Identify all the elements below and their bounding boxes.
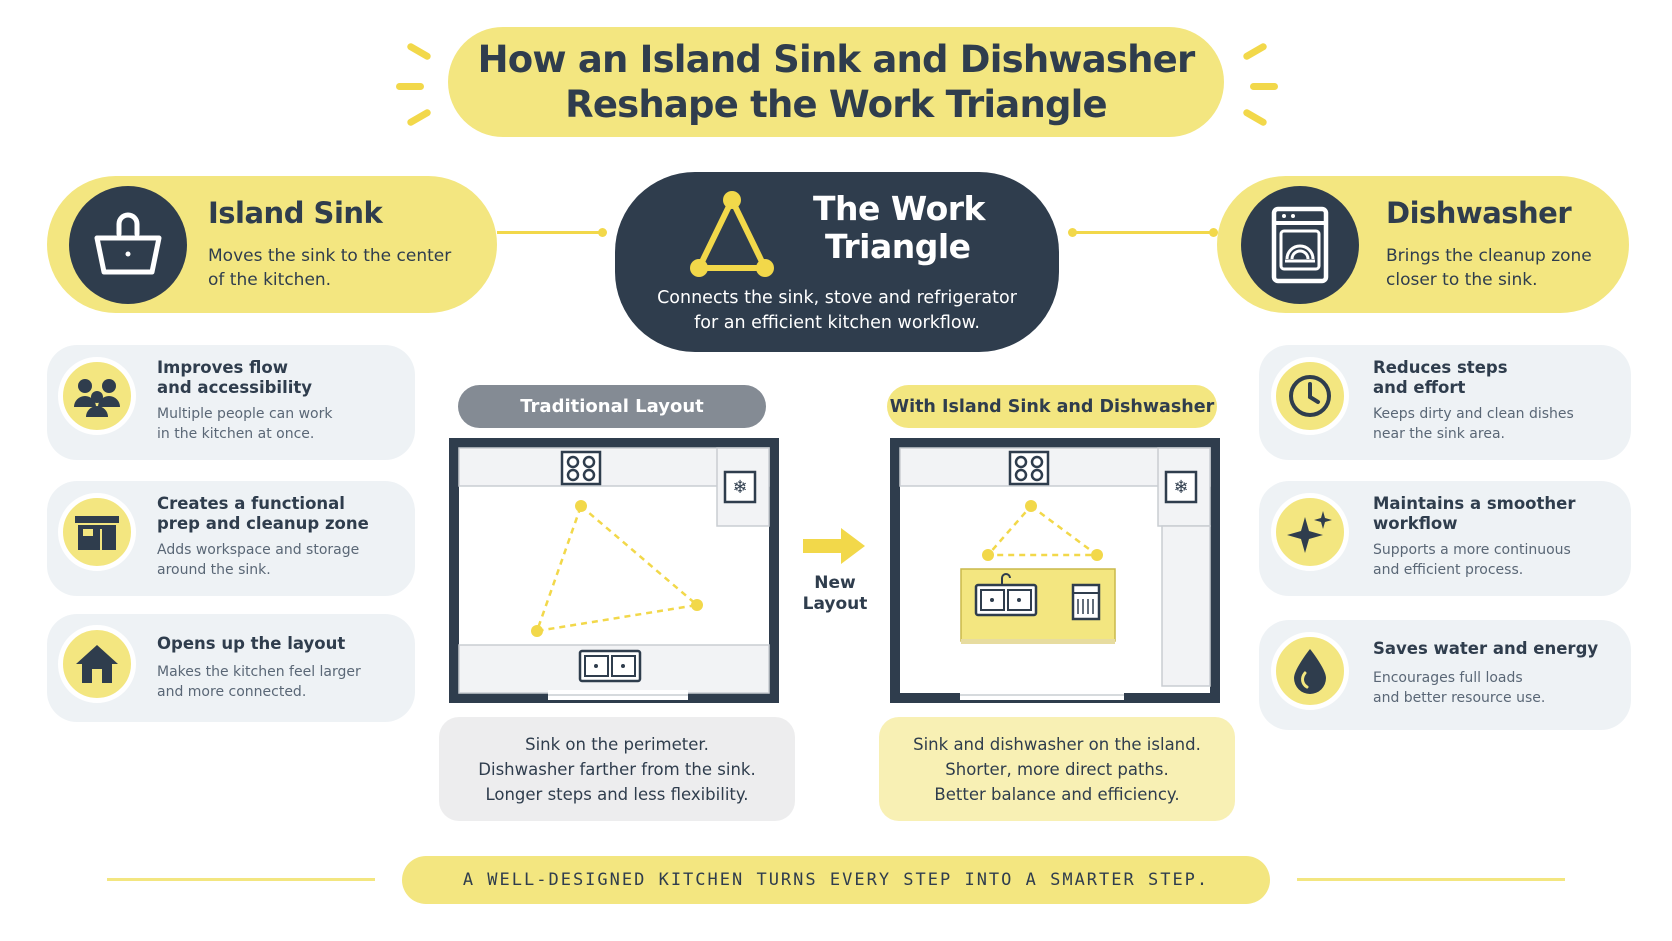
island-layout-label: With Island Sink and Dishwasher bbox=[887, 385, 1217, 428]
connector-left bbox=[497, 231, 603, 234]
traditional-caption-1: Sink on the perimeter. bbox=[525, 734, 709, 754]
work-triangle-desc-2: for an efficient kitchen workflow. bbox=[694, 313, 980, 333]
benefit-icon-badge bbox=[58, 493, 136, 571]
page-title: How an Island Sink and Dishwasher Reshap… bbox=[448, 27, 1224, 137]
house-icon bbox=[76, 645, 118, 683]
benefit-title-1: Saves water and energy bbox=[1373, 639, 1599, 658]
people-icon bbox=[74, 379, 120, 417]
traditional-caption-2: Dishwasher farther from the sink. bbox=[478, 759, 756, 779]
benefit-desc-1: Encourages full loads bbox=[1373, 670, 1523, 686]
benefit-desc-1: Keeps dirty and clean dishes bbox=[1373, 406, 1574, 422]
benefit-card-opens-layout: Opens up the layout Makes the kitchen fe… bbox=[47, 614, 415, 722]
benefit-card-prep-zone: Creates a functional prep and cleanup zo… bbox=[47, 481, 415, 596]
benefit-icon-badge bbox=[1271, 632, 1349, 710]
triangle-icon bbox=[690, 191, 774, 277]
traditional-caption: Sink on the perimeter. Dishwasher farthe… bbox=[439, 717, 795, 821]
benefit-desc-2: near the sink area. bbox=[1373, 426, 1505, 442]
work-triangle-panel: The Work Triangle Connects the sink, sto… bbox=[615, 172, 1059, 352]
island-sink-title: Island Sink bbox=[208, 196, 383, 230]
connector-right-start bbox=[1068, 228, 1077, 237]
new-layout-label: New Layout bbox=[790, 573, 880, 615]
sparkle-icon bbox=[1287, 511, 1332, 553]
sink-icon bbox=[578, 649, 642, 683]
benefit-desc-1: Adds workspace and storage bbox=[157, 542, 360, 558]
traditional-floor-plan: ❄ bbox=[449, 438, 779, 703]
benefit-card-saves-water: Saves water and energy Encourages full l… bbox=[1259, 620, 1631, 730]
work-triangle-title-2: Triangle bbox=[825, 227, 971, 266]
refrigerator-icon: ❄ bbox=[1164, 470, 1198, 504]
dishwasher-desc-1: Brings the cleanup zone bbox=[1386, 246, 1592, 266]
dishwasher-panel: Dishwasher Brings the cleanup zone close… bbox=[1217, 176, 1629, 313]
dishwasher-desc-2: closer to the sink. bbox=[1386, 270, 1538, 290]
dishwasher-icon bbox=[1271, 206, 1329, 284]
connector-right-end bbox=[1209, 228, 1218, 237]
benefit-title-2: and effort bbox=[1373, 378, 1466, 397]
clock-icon bbox=[1289, 375, 1331, 417]
benefit-title-1: Maintains a smoother bbox=[1373, 494, 1576, 513]
kitchen-island bbox=[960, 568, 1116, 644]
title-line-1: How an Island Sink and Dishwasher bbox=[477, 38, 1196, 81]
benefit-icon-badge bbox=[1271, 357, 1349, 435]
svg-text:❄: ❄ bbox=[732, 477, 747, 498]
arrow-right-icon bbox=[803, 528, 865, 564]
island-caption-3: Better balance and efficiency. bbox=[934, 784, 1180, 804]
work-triangle-desc-1: Connects the sink, stove and refrigerato… bbox=[657, 288, 1017, 308]
footer-divider-left bbox=[107, 878, 375, 881]
dishwasher-title: Dishwasher bbox=[1386, 196, 1572, 230]
refrigerator-icon: ❄ bbox=[723, 470, 757, 504]
island-caption-2: Shorter, more direct paths. bbox=[945, 759, 1169, 779]
sink-basin-icon bbox=[94, 212, 162, 275]
benefit-card-smoother-workflow: Maintains a smoother workflow Supports a… bbox=[1259, 481, 1631, 596]
benefit-title-1: Creates a functional bbox=[157, 494, 345, 513]
benefit-title-2: and accessibility bbox=[157, 378, 313, 397]
island-caption: Sink and dishwasher on the island. Short… bbox=[879, 717, 1235, 821]
island-floor-plan: ❄ bbox=[890, 438, 1220, 703]
stove-icon bbox=[1008, 450, 1050, 486]
benefit-title-1: Reduces steps bbox=[1373, 358, 1508, 377]
benefit-desc-2: in the kitchen at once. bbox=[157, 426, 315, 442]
traditional-layout-label: Traditional Layout bbox=[458, 385, 766, 428]
traditional-caption-3: Longer steps and less flexibility. bbox=[485, 784, 749, 804]
connector-right bbox=[1073, 231, 1213, 234]
benefit-desc-1: Multiple people can work bbox=[157, 406, 333, 422]
island-sink-desc-2: of the kitchen. bbox=[208, 270, 332, 290]
footer-divider-right bbox=[1297, 878, 1565, 881]
counter-icon bbox=[75, 516, 119, 550]
benefit-icon-badge bbox=[1271, 493, 1349, 571]
benefit-title-1: Improves flow bbox=[157, 358, 288, 377]
connector-left-end bbox=[598, 228, 607, 237]
benefit-title-1: Opens up the layout bbox=[157, 634, 346, 653]
svg-text:❄: ❄ bbox=[1173, 477, 1188, 498]
benefit-desc-2: around the sink. bbox=[157, 562, 271, 578]
benefit-desc-2: and efficient process. bbox=[1373, 562, 1524, 578]
benefit-icon-badge bbox=[58, 625, 136, 703]
stove-icon bbox=[560, 450, 602, 486]
benefit-title-2: workflow bbox=[1373, 514, 1458, 533]
benefit-title-2: prep and cleanup zone bbox=[157, 514, 369, 533]
benefit-desc-2: and more connected. bbox=[157, 684, 307, 700]
work-triangle-title-1: The Work bbox=[813, 189, 986, 228]
footer-tagline: A WELL-DESIGNED KITCHEN TURNS EVERY STEP… bbox=[402, 856, 1270, 904]
dishwasher-icon-badge bbox=[1241, 186, 1359, 304]
benefit-desc-1: Makes the kitchen feel larger bbox=[157, 664, 361, 680]
new-layout-line-2: Layout bbox=[802, 594, 868, 614]
island-sink-desc-1: Moves the sink to the center bbox=[208, 246, 452, 266]
benefit-card-reduces-steps: Reduces steps and effort Keeps dirty and… bbox=[1259, 345, 1631, 460]
title-line-2: Reshape the Work Triangle bbox=[565, 83, 1108, 126]
water-drop-icon bbox=[1294, 649, 1326, 694]
benefit-desc-2: and better resource use. bbox=[1373, 690, 1546, 706]
island-sink-icon-badge bbox=[69, 186, 187, 304]
new-layout-line-1: New bbox=[814, 573, 856, 593]
island-sink-panel: Island Sink Moves the sink to the center… bbox=[47, 176, 497, 313]
benefit-card-flow: Improves flow and accessibility Multiple… bbox=[47, 345, 415, 460]
island-caption-1: Sink and dishwasher on the island. bbox=[913, 734, 1201, 754]
benefit-desc-1: Supports a more continuous bbox=[1373, 542, 1571, 558]
benefit-icon-badge bbox=[58, 357, 136, 435]
